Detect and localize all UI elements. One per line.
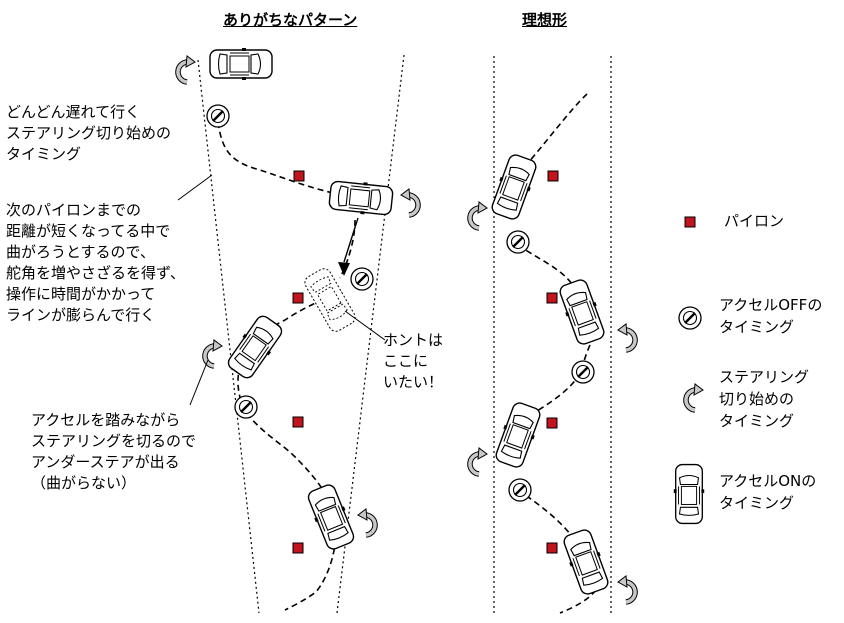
pylon-icon [292,542,304,554]
legend-accel-on-label: アクセルONの タイミング [719,472,817,512]
steering-start-icon [618,576,635,602]
accel-off-icon [505,229,531,255]
accel-off-icon [349,266,375,292]
legend-accel-off-label: アクセルOFFの タイミング [719,296,823,336]
car-icon [491,399,545,471]
leader-line [344,310,386,341]
car-icon [327,178,395,218]
legend-steering-start-label: ステアリング 切り始めの タイミング [719,368,810,430]
accel-off-icon [570,359,596,385]
car-icon [223,311,287,383]
car-icon [209,47,273,81]
car-icon [559,526,613,598]
leader-line [177,174,213,201]
accel-off-icon [205,103,231,129]
pylon-icon [546,542,558,554]
car-ghost-icon [301,265,359,335]
legend-accel-on-car-icon [673,463,705,525]
pylon-icon [292,416,304,428]
steering-start-icon [178,56,195,82]
pylon-icon [547,170,559,182]
pylon-icon [293,170,305,182]
steering-start-icon [401,189,418,215]
pylon-icon [546,292,558,304]
accel-off-icon [233,394,259,420]
course-right-boundary [336,54,405,614]
note-understeer: アクセルを踏みながら ステアリングを切るので アンダーステアが出る （曲がらない… [31,411,197,492]
steering-start-icon [470,448,487,474]
car-icon [303,481,359,553]
legend-steering-start-icon [686,384,703,410]
note-short-distance: 次のパイロンまでの 距離が短くなってる中で 曲がろうとするので、 舵角を増やさざ… [6,201,185,324]
legend-pylon-label: パイロン [724,212,785,230]
car-icon [487,151,541,223]
steering-start-icon [470,202,487,228]
pylon-icon [292,292,304,304]
legend-accel-off-icon [677,305,703,331]
legend-pylon-icon [684,216,696,228]
steering-start-icon [618,324,635,350]
note-late-steering: どんどん遅れて行く ステアリング切り始めの タイミング [6,103,172,163]
pylon-icon [546,417,558,429]
car-icon [555,276,609,348]
steering-start-icon [358,509,375,535]
title-ideal-form: 理想形 [522,11,568,29]
title-common-pattern: ありがちなパターン [223,11,358,29]
correction-arrow [343,217,359,263]
note-want-here: ホントは ここに いたい！ [383,331,444,391]
leader-line [189,359,209,406]
accel-off-icon [507,477,533,503]
